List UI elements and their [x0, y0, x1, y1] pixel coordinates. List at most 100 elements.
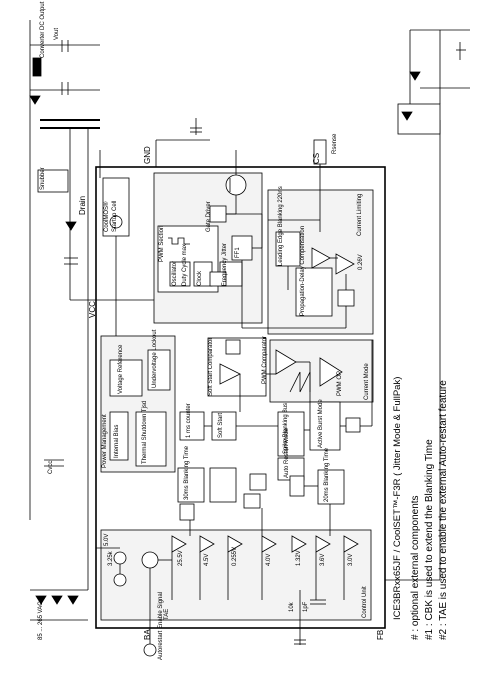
gate-g6 [179, 503, 195, 521]
threshold-c1: 25.5V [178, 550, 184, 566]
comparator-c3 [227, 535, 243, 553]
diode-icon [29, 95, 41, 105]
leading-edge-blanking [275, 231, 301, 267]
gate-g10 [337, 289, 355, 307]
comparator-c1 [171, 535, 187, 553]
propagation-delay-comp [295, 267, 333, 317]
gate-driver-label: Gate Driver [206, 201, 212, 232]
timer-30ms-label: 30ms Blanking Time [184, 445, 190, 500]
cvcc-label: Cvcc [48, 460, 54, 474]
gate-g7 [225, 339, 241, 355]
current-source-icon [109, 215, 123, 229]
threshold-0-26: 0.26V [358, 254, 364, 270]
sense-resistor [313, 139, 327, 165]
comparator-c2 [199, 535, 215, 553]
undervoltage-lockout [147, 349, 171, 391]
rsense-label: Rsense [332, 133, 338, 154]
comparator-c12 [335, 253, 355, 275]
blanking-20ms-label: 20ms Blanking Time [324, 447, 330, 502]
gate-g8 [209, 271, 227, 287]
tae-label: TAE [164, 608, 170, 620]
threshold-c5: 3.6V [320, 553, 326, 566]
chip-outline [95, 166, 386, 629]
pwm-comparator-label: PWM Comparator [262, 335, 268, 384]
soft-start-block [211, 411, 237, 441]
control-unit-label: Control Unit [362, 586, 368, 618]
leading-edge-blanking-label: Leading Edge Blanking 220ns [278, 186, 284, 266]
gate-g11 [345, 417, 361, 433]
vout-label: Vout [54, 27, 60, 40]
current-mode-label: Current Mode [364, 363, 370, 400]
current-limiting-label: Current Limiting [357, 193, 363, 236]
dc-output-label: Converter DC Output [40, 1, 46, 58]
propagation-delay-label: Propagation-Delay Compensation [300, 225, 306, 316]
thermal-shutdown-block [135, 411, 167, 467]
internal-bias [109, 411, 129, 461]
comparator-c8 [291, 535, 307, 553]
diode-icon [401, 111, 413, 121]
pin-label-fb: FB [376, 629, 385, 640]
power-management-label: Power Management [102, 414, 108, 468]
diode-icon [35, 595, 47, 605]
note-tae: #2 : TAE is used to enable the external … [438, 380, 449, 640]
blanking-20ms [317, 469, 345, 505]
duty-cycle-label: Duty Cycle max [182, 243, 188, 286]
comparator-c4 [261, 535, 277, 553]
diode-icon [51, 595, 63, 605]
thermal-shutdown-timer [209, 467, 237, 503]
gate-g5 [289, 475, 305, 497]
threshold-c4: 4.0V [266, 553, 272, 566]
blanking-time-30ms [177, 467, 205, 503]
transistor-icon [141, 551, 159, 569]
ramp-waveform [289, 371, 311, 393]
threshold-c8: 1.32V [296, 550, 302, 566]
coolmos-label: CoolMOS® [104, 201, 110, 232]
comparator-c6 [343, 535, 359, 553]
counter-1ms-label: 1 ms counter [186, 403, 192, 438]
threshold-c6: 3.0V [348, 553, 354, 566]
soft-start-comparator-label: Soft Start Comparator [208, 337, 214, 396]
diode-icon [67, 595, 79, 605]
gate-g1 [249, 473, 267, 491]
active-burst-mode-label: Active Burst Mode [318, 399, 324, 448]
resistor-value: 3.25k [108, 551, 114, 566]
note-optional: # : optional external components [410, 495, 421, 640]
autorestart-signal-label: Autorestart Enable Signal [158, 591, 164, 660]
threshold-c3: 0.255V [232, 546, 238, 566]
clock-label: Clock [197, 270, 203, 286]
pin-label-cs: CS [312, 152, 321, 164]
optocoupler [397, 103, 441, 135]
chip-title: ICE3BRxx65JF / CoolSET™-F3R ( Jitter Mod… [392, 376, 403, 620]
pwm-section-label: PWM Section [159, 225, 165, 262]
frequency-jitter-label: Frequency Jitter [222, 242, 228, 286]
gate-g9 [209, 205, 227, 223]
snubber [37, 169, 69, 193]
resistor-fb-value: 10k [289, 602, 295, 612]
ff1-label: FF1 [235, 247, 241, 258]
thermal-shutdown-label: Thermal Shutdown Tjsd [142, 400, 148, 464]
current-source-icon [113, 551, 127, 565]
comparator-c5 [315, 535, 331, 553]
current-source-icon [113, 573, 127, 587]
pwm-op-amp [319, 357, 343, 387]
ac-input-label: 85 ... 265 VAC [38, 601, 44, 640]
coolmos-icon [225, 174, 247, 196]
oscillator-waveform [168, 237, 190, 245]
pin-label-drain: Drain [78, 195, 87, 215]
threshold-c2: 4.5V [204, 553, 210, 566]
pin-label-gnd: GND [143, 146, 152, 164]
undervoltage-lockout-label: Undervoltage Lockout [152, 329, 158, 388]
comparator-c7 [219, 363, 241, 385]
diode-icon [65, 221, 77, 231]
startup-cell-label: Startup Cell [112, 200, 118, 232]
transistor-icon [143, 643, 157, 657]
soft-start-label: Soft Start [218, 412, 224, 438]
internal-bias-label: Internal Bias [114, 424, 120, 458]
note-cbk: #1 : CBK is used to extend the Blanking … [424, 439, 435, 640]
oscillator-label: Oscillator [172, 260, 178, 286]
comparator-c10 [311, 247, 331, 269]
reference-5v: 5.0V [104, 533, 110, 546]
pin-label-vcc: VCC [88, 301, 97, 318]
gate-g2 [243, 493, 261, 509]
